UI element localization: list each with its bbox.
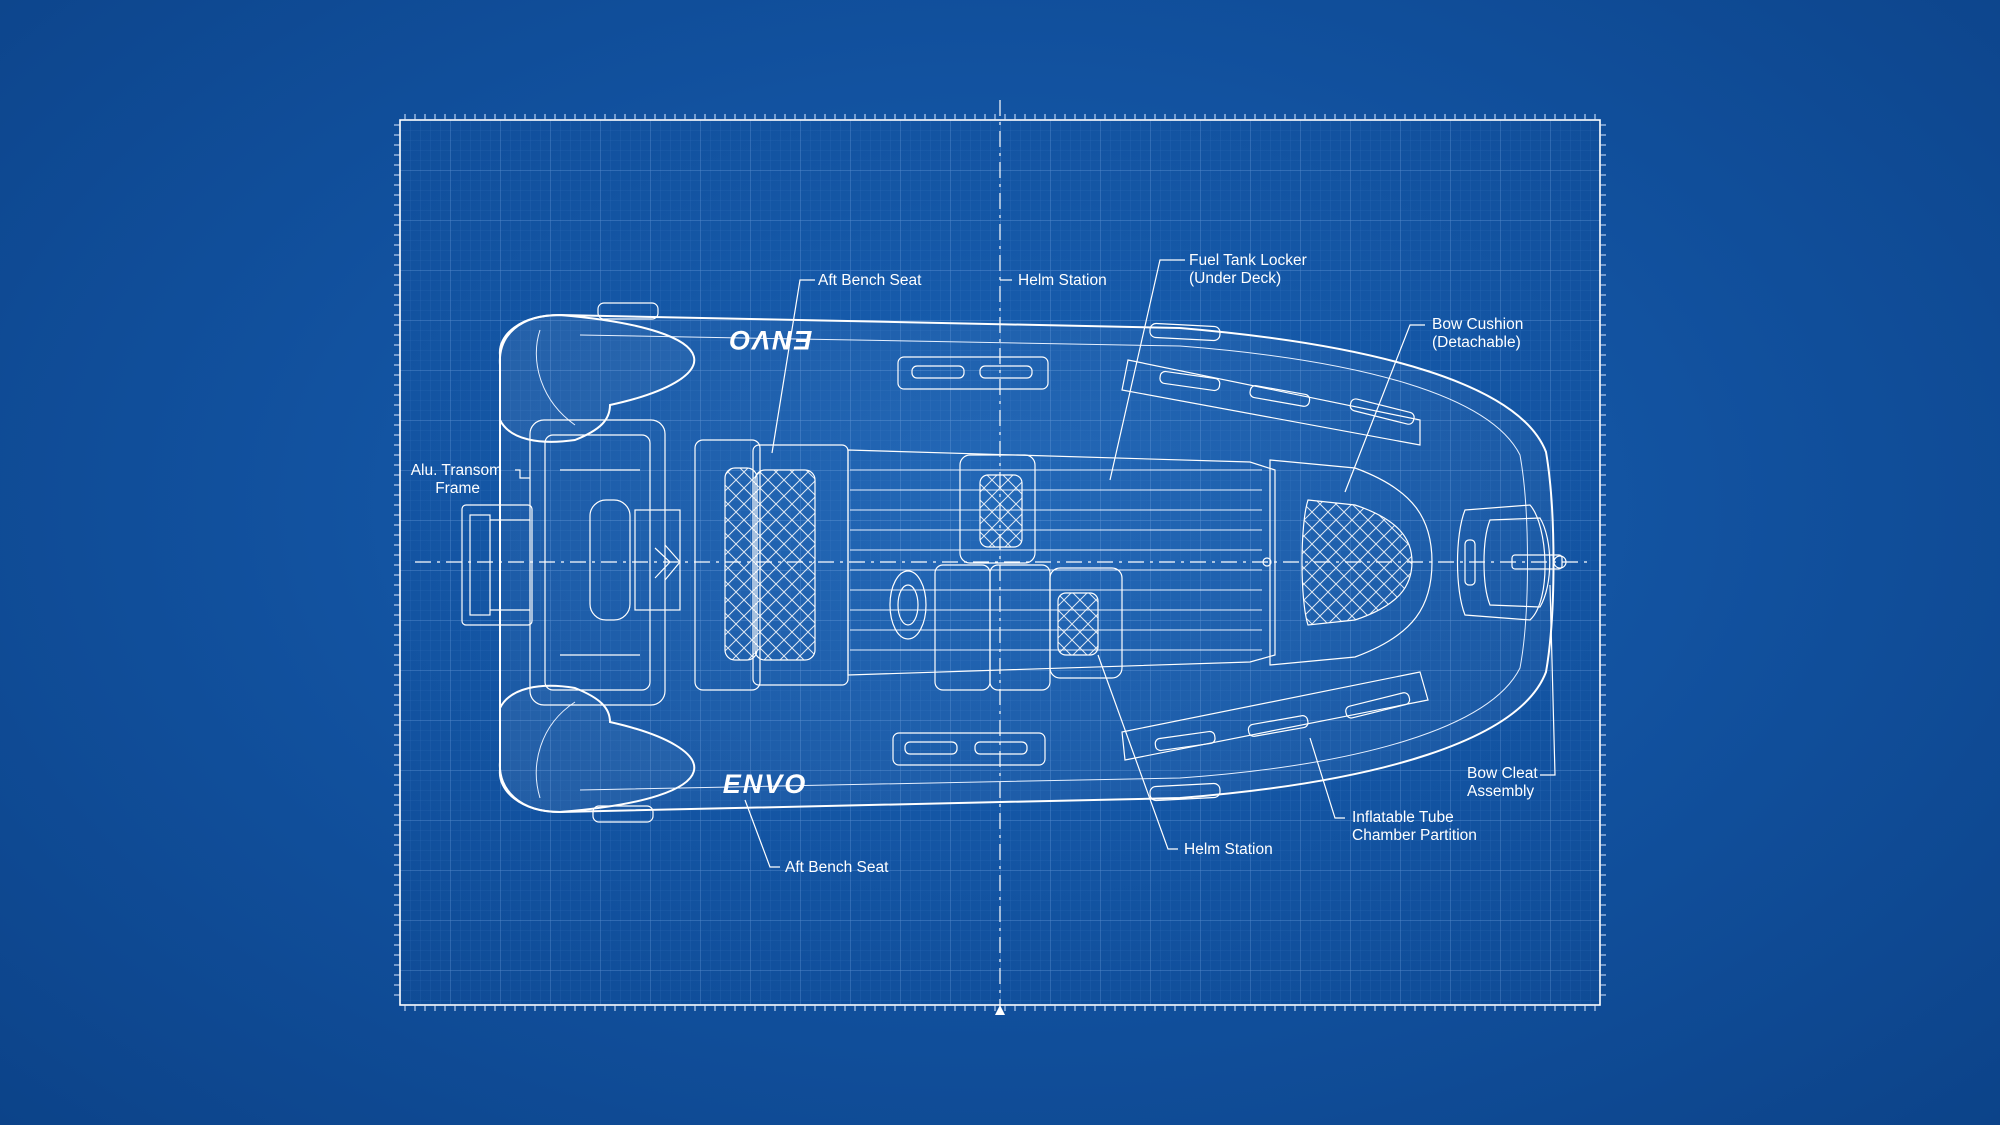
label-helm-station-bottom: Helm Station [1184,841,1273,858]
label-aft-bench-seat-bottom: Aft Bench Seat [785,859,889,876]
grab-handles [592,302,1429,823]
helm-station [889,454,1123,691]
label-bow-cushion: Bow Cushion [1432,316,1523,333]
label-helm-station-top: Helm Station [1018,272,1107,289]
label-aft-bench-seat-top: Aft Bench Seat [818,272,922,289]
label-transom-frame: Alu. Transom [411,462,502,479]
label-fuel-tank-locker: Fuel Tank Locker [1189,252,1307,269]
callout-leaders [515,259,1556,868]
label-transom-frame-sub: Frame [435,480,480,497]
label-bow-cushion-sub: (Detachable) [1432,334,1521,351]
label-inflatable-tube: Inflatable Tube [1352,809,1454,826]
transom-frame [461,419,681,706]
bow-cleat [1456,504,1567,621]
aft-bench-seat [694,439,849,691]
label-fuel-tank-locker-sub: (Under Deck) [1189,270,1281,287]
bow-cushion [1262,459,1433,666]
ruler-ticks [394,114,1606,1011]
logo-top: ENVO [728,325,813,355]
label-bow-cleat-sub: Assembly [1467,783,1534,800]
label-inflatable-tube-sub: Chamber Partition [1352,827,1477,844]
centerlines [415,100,1590,1015]
label-bow-cleat: Bow Cleat [1467,765,1538,782]
deck [847,449,1276,676]
logo-bottom: ENVO [723,769,808,799]
boat-drawing: ENVO ENVO [461,302,1567,823]
center-arrow-icon [995,1005,1005,1015]
